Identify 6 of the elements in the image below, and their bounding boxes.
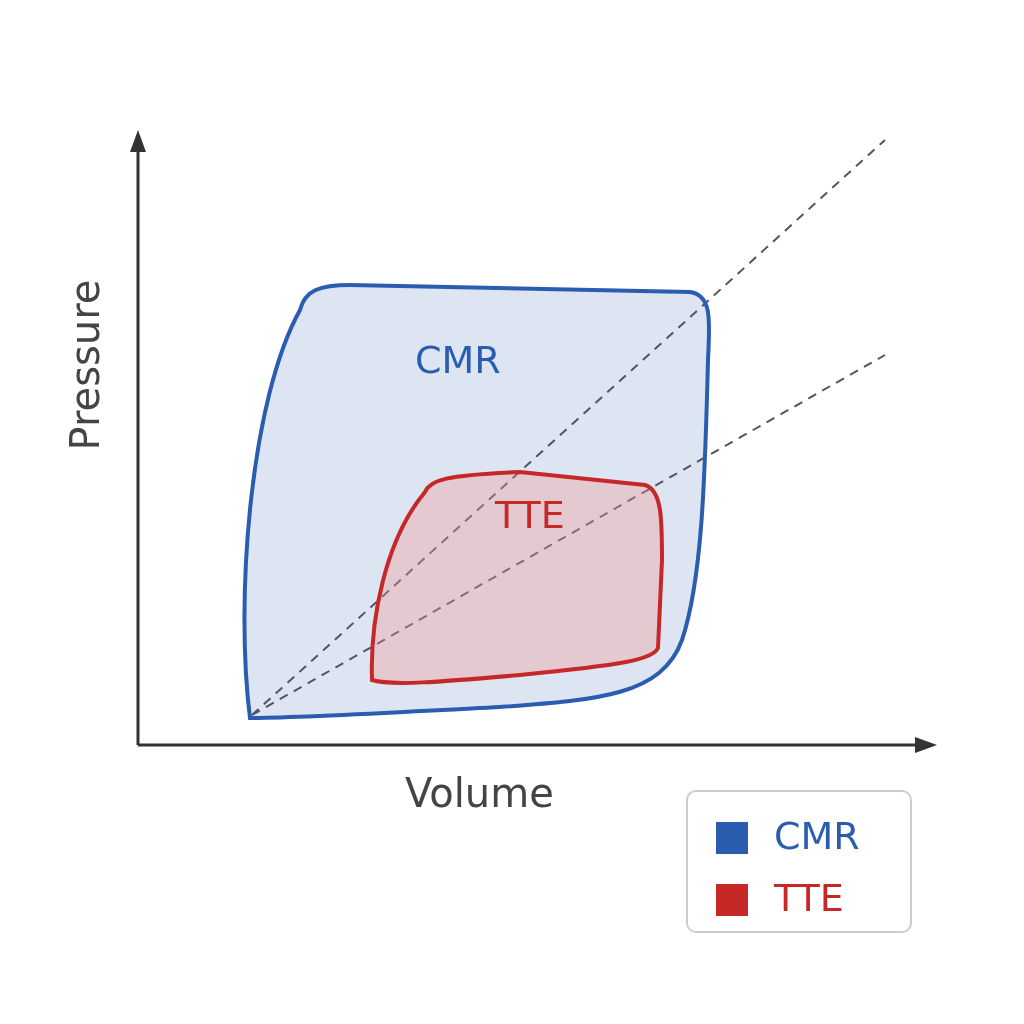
loop-label: TTE bbox=[495, 493, 565, 537]
loop-label: CMR bbox=[415, 338, 501, 382]
legend-label: CMR bbox=[774, 814, 860, 858]
axis-label: Volume bbox=[405, 770, 554, 816]
legend-label: TTE bbox=[774, 876, 844, 920]
axis-label: Pressure bbox=[62, 279, 108, 451]
